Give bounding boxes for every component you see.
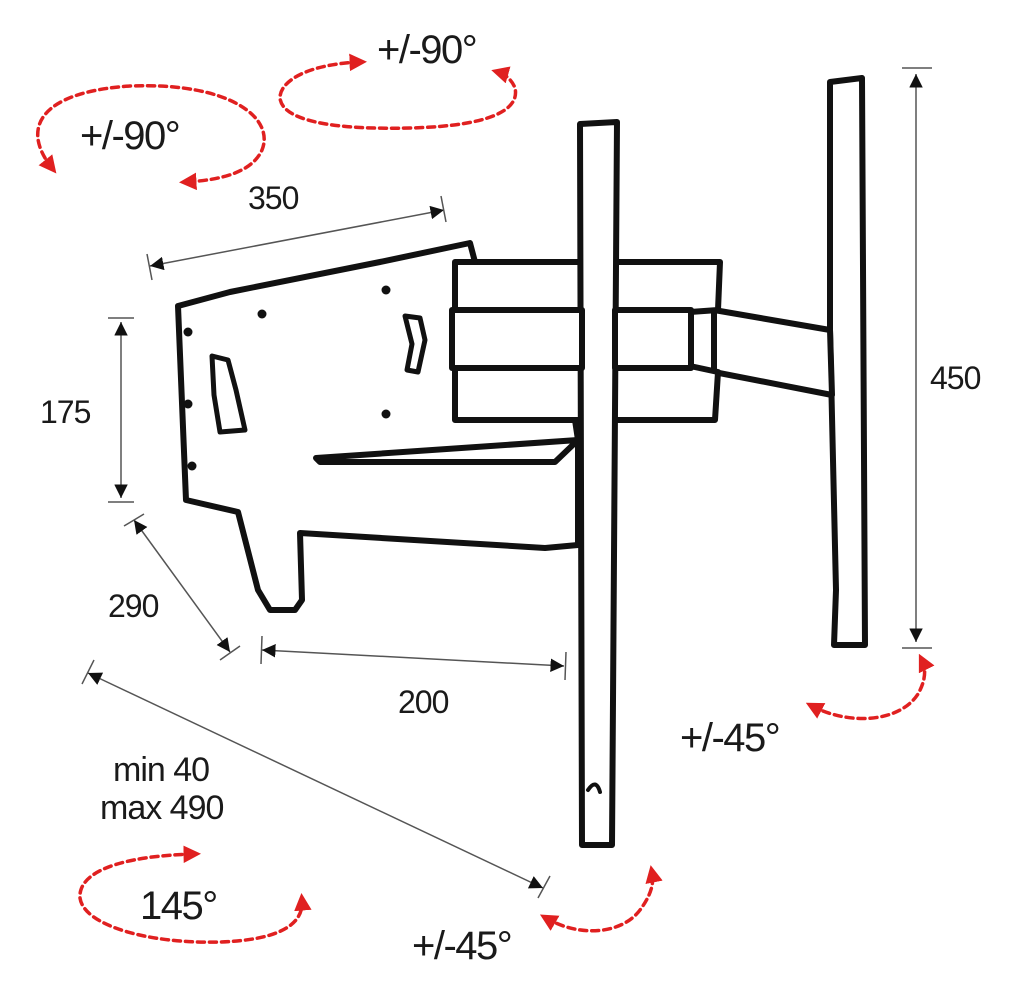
dim-label-450: 450 (930, 360, 981, 396)
rotation-label-tilt-bottom: +/-45° (412, 924, 513, 968)
rotation-label-swivel: 145° (140, 884, 218, 928)
tv-bracket-plate (175, 240, 581, 613)
dim-label-175: 175 (40, 394, 91, 430)
bracket-slot-upper (402, 313, 428, 375)
dim-tick (440, 195, 447, 223)
vertical-cross-bar (577, 119, 620, 848)
rotation-arrow-top-right (278, 53, 518, 130)
rotation-arrow-swivel (78, 845, 312, 944)
mount-outline (175, 75, 868, 848)
wall-plate (827, 75, 868, 648)
bar-hook (586, 782, 602, 794)
mounting-hole (187, 461, 197, 471)
mounting-hole (183, 327, 193, 337)
dim-label-350: 350 (248, 180, 299, 216)
dim-tick (123, 513, 145, 527)
rotation-arrow-tilt-bottom (539, 865, 663, 933)
frame-window-left (449, 307, 585, 371)
dim-line-350 (149, 205, 445, 271)
rotation-label-top-right: +/-90° (377, 28, 478, 72)
dim-tick (564, 651, 567, 681)
rotation-label-top-left: +/-90° (80, 114, 181, 158)
dim-line-extension (87, 672, 544, 889)
extension-min-label: min 40 (113, 751, 210, 789)
rotation-arrow-tilt-right (805, 653, 935, 721)
rotation-label-tilt-right: +/-45° (680, 716, 781, 760)
dimension-lines (81, 67, 932, 899)
dim-line-200 (261, 643, 565, 673)
rotation-arrow-top-left (35, 83, 266, 191)
mounting-hole (381, 285, 391, 295)
dim-tick (146, 253, 153, 281)
mounting-hole (381, 409, 391, 419)
frame-window-right (612, 307, 694, 371)
bracket-slot-lower (209, 353, 248, 435)
dim-line-290 (133, 519, 231, 653)
dim-tick (81, 659, 95, 685)
dim-label-200: 200 (398, 684, 449, 720)
mounting-holes (183, 285, 391, 471)
dim-tick (260, 635, 263, 665)
mounting-hole (183, 399, 193, 409)
extension-max-label: max 490 (100, 789, 224, 827)
mounting-hole (257, 309, 267, 319)
wall-arm (711, 307, 835, 398)
rotation-arrows (35, 53, 935, 944)
dim-tick (219, 645, 241, 661)
dim-label-290: 290 (108, 588, 159, 624)
